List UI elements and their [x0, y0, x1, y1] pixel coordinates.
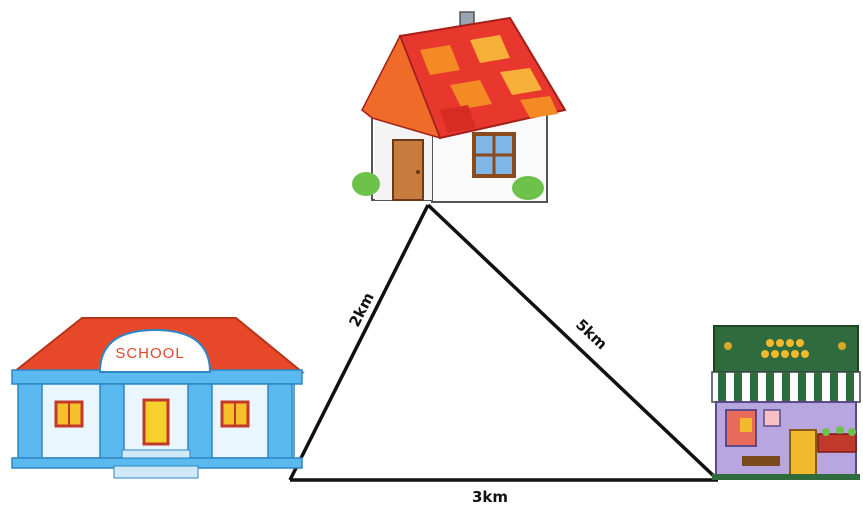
school-icon: SCHOOL	[11, 317, 305, 479]
school-sign-text: SCHOOL	[115, 345, 184, 362]
edge-label-house-school: 2km	[345, 290, 377, 330]
edge-house-shop	[426, 203, 720, 482]
edge-house-school	[288, 204, 430, 481]
shop-icon	[711, 325, 861, 480]
house-icon	[352, 11, 567, 203]
edge-label-school-shop: 3km	[472, 488, 508, 506]
